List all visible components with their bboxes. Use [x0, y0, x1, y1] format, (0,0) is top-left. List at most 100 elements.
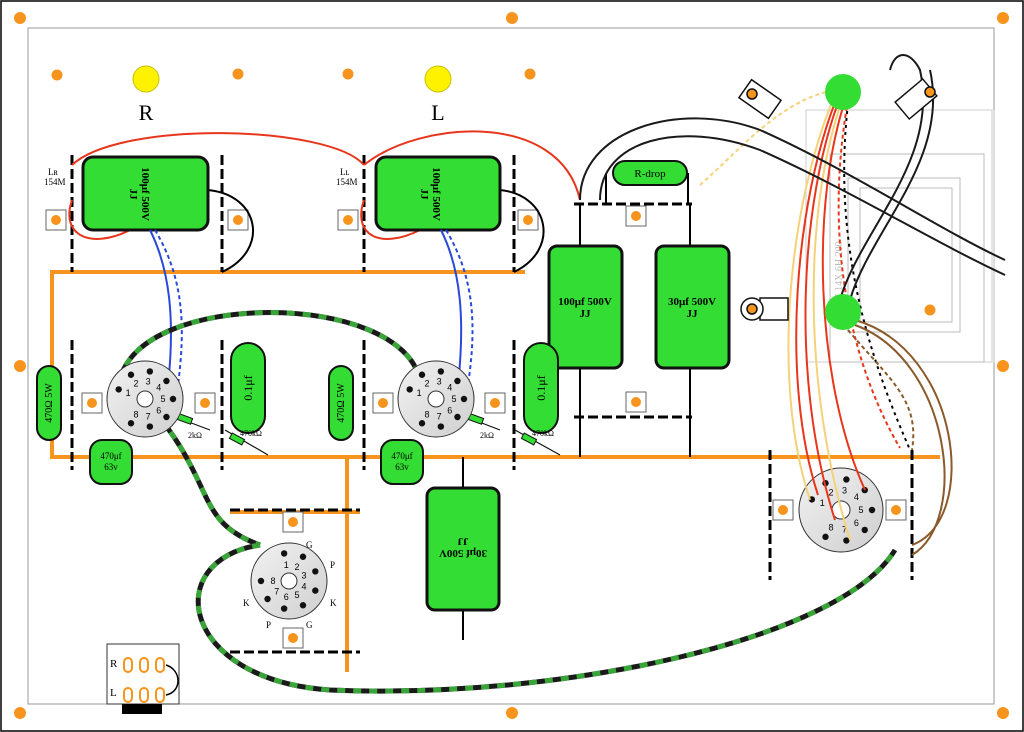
right-tube-pin-label-1: 1	[126, 388, 131, 398]
leak-res-left	[520, 432, 538, 446]
rectifier-pin-label-3: 3	[842, 485, 847, 495]
driver-pin-3	[312, 568, 319, 575]
right-tube-pin-label-8: 8	[133, 410, 138, 420]
cathode-cap-left	[380, 439, 424, 485]
driver-pin-1	[280, 550, 288, 557]
left-tube-pin-8	[418, 420, 426, 427]
cap-psu-a-brand: JJ	[580, 308, 592, 320]
capacitors	[81, 155, 731, 612]
driver-pin-6	[280, 605, 288, 612]
rectifier-wiring	[699, 89, 953, 556]
cap-right-top-value: 100μf 500V	[139, 167, 151, 221]
cathode-cap-right-voltage: 63v	[104, 462, 118, 472]
right-tube-pin-label-5: 5	[160, 394, 165, 404]
grid-wiring	[149, 229, 474, 386]
rectifier-pin-label-8: 8	[828, 522, 833, 532]
right-tube-pin-1	[115, 386, 122, 393]
driver-pin-label-2: 2	[294, 562, 299, 572]
rectifier-pin-label-5: 5	[858, 505, 863, 515]
right-tube-pin-label-2: 2	[133, 378, 138, 388]
io-label-r: R	[110, 658, 118, 670]
mains-wiring	[579, 54, 1006, 301]
right-tube-pin-label-7: 7	[146, 412, 151, 422]
power-res-right-label: 470Ω 5W	[44, 383, 55, 423]
right-inductor-ref: Lʀ	[48, 167, 58, 177]
left-channel-label: L	[431, 100, 444, 125]
right-tube-pin-label-6: 6	[156, 406, 161, 416]
left-inductor-model: 154M	[336, 177, 358, 187]
cathode-cap-right-value: 470μf	[100, 451, 121, 461]
cap-psu-a-value: 100μf 500V	[558, 296, 612, 308]
inductor-labels: Lʀ 154M Lʟ 154M	[44, 167, 358, 187]
left-inductor-ref: Lʟ	[340, 167, 349, 177]
io-jack-panel: R L	[106, 643, 180, 714]
cap-left-top-value: 100μf 500V	[430, 167, 442, 221]
leak-res-right	[228, 432, 246, 446]
vertical-components	[36, 342, 559, 441]
left-tube-pin-7	[437, 423, 445, 430]
mounting-holes	[14, 12, 1009, 719]
right-tube-pin-label-4: 4	[156, 382, 161, 392]
chassis-inner-plate	[27, 27, 995, 705]
mains-grommet	[825, 74, 861, 110]
driver-label-g-top: G	[306, 540, 313, 550]
left-tube-pin-5	[460, 395, 468, 403]
left-tube-pin-label-7: 7	[437, 412, 442, 422]
rectifier-pin-7	[843, 537, 850, 544]
r-drop-resistor	[612, 160, 688, 186]
right-inductor-model: 154M	[44, 177, 66, 187]
driver-pin-label-4: 4	[302, 581, 307, 591]
left-tube-pin-label-4: 4	[447, 382, 452, 392]
driver-pin-label-5: 5	[294, 590, 299, 600]
right-channel-label: R	[139, 100, 154, 125]
transformer-grommet	[825, 294, 861, 330]
driver-pin-4	[312, 587, 319, 594]
left-tube-pin-4	[454, 377, 461, 385]
right-tube-pin-5	[169, 395, 177, 403]
rectifier-pin-6	[861, 526, 868, 534]
left-tube-pin-label-1: 1	[417, 388, 422, 398]
cap-right-top-brand: JJ	[127, 189, 139, 201]
grid-res-left-label: 2kΩ	[480, 431, 494, 440]
rectifier-pin-3	[843, 476, 850, 483]
rectifier-pin-label-2: 2	[828, 488, 833, 498]
driver-pin-8	[257, 577, 265, 585]
rectifier-pin-label-4: 4	[854, 492, 859, 502]
heater-wiring	[117, 310, 898, 694]
cable-clamps	[737, 77, 938, 321]
coupling-cap-left-label: 0.1μf	[534, 375, 548, 400]
driver-pin-7	[264, 595, 271, 603]
transformer-label: C 14X 6H 200	[834, 241, 845, 300]
driver-label-g-bottom: G	[306, 620, 313, 630]
cap-psu-b-brand: JJ	[687, 308, 699, 320]
driver-pin-label-7: 7	[274, 586, 279, 596]
right-tube-pin-2	[127, 371, 135, 378]
right-tube-pin-8	[127, 420, 135, 427]
cap-psu-bottom-value: 30μf 500V	[439, 547, 487, 559]
right-indicator-lamp	[132, 65, 160, 93]
driver-pin-label-6: 6	[284, 592, 289, 602]
cathode-cap-left-value: 470μf	[391, 451, 412, 461]
cathode-cap-right	[89, 439, 133, 485]
driver-pin-label-3: 3	[302, 571, 307, 581]
right-tube-pin-3	[146, 368, 154, 375]
io-label-l: L	[110, 687, 117, 699]
cap-psu-bottom-brand: JJ	[457, 535, 469, 547]
tag-strips	[70, 155, 914, 654]
right-tube-pin-6	[163, 413, 170, 421]
driver-pin-label-1: 1	[284, 560, 289, 570]
power-res-left-label: 470Ω 5W	[336, 383, 347, 423]
left-tube-pin-label-2: 2	[424, 378, 429, 388]
grid-res-right-label: 2kΩ	[188, 431, 202, 440]
right-tube-pin-4	[163, 377, 170, 385]
driver-label-k-right: K	[330, 598, 337, 608]
right-tube-pin-label-3: 3	[146, 376, 151, 386]
r-drop-label: R-drop	[634, 168, 666, 180]
left-tube-pin-label-3: 3	[437, 376, 442, 386]
left-tube-pin-label-6: 6	[447, 406, 452, 416]
return-wiring	[207, 189, 545, 273]
